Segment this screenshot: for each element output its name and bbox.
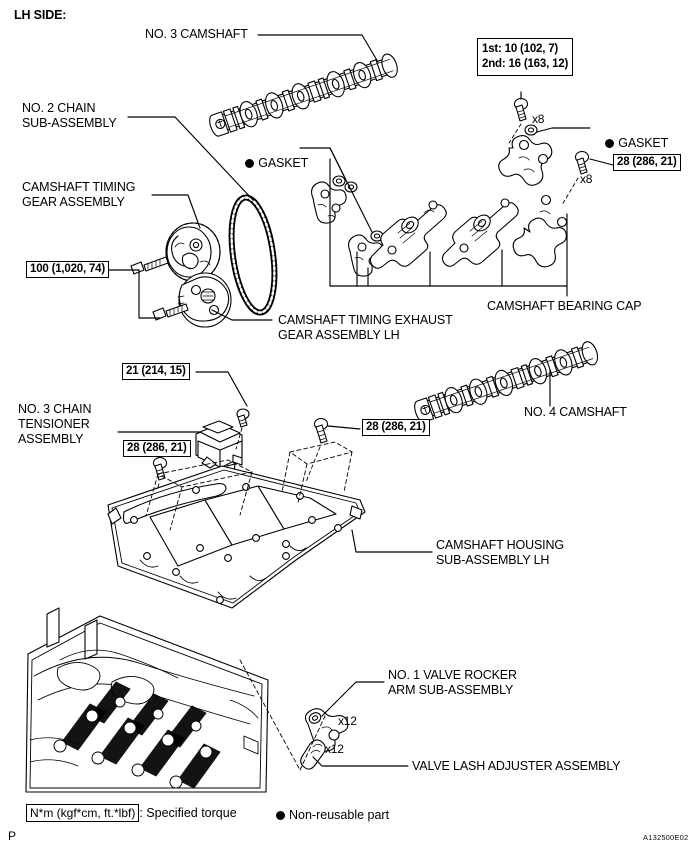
qty-bearing-cap-bolt-lower: x8: [580, 172, 593, 186]
no3-chain-tensioner-art: [195, 420, 243, 476]
label-gasket-left: GASKET: [232, 141, 308, 186]
tensioner-stud-bolt: [236, 408, 250, 428]
label-no2-chain-line2: SUB-ASSEMBLY: [22, 116, 117, 130]
camshaft-timing-exhaust-gear-art: [177, 272, 232, 328]
page-title: LH SIDE:: [14, 8, 67, 22]
no4-camshaft-art: [414, 341, 599, 423]
label-no1-valve-rocker-line2: ARM SUB-ASSEMBLY: [388, 683, 514, 697]
label-camshaft-timing-gear-line1: CAMSHAFT TIMING: [22, 180, 136, 194]
bearing-cap-4: [441, 198, 519, 267]
qty-lash-adjuster: x12: [325, 742, 344, 756]
gasket-washer-right: [524, 124, 538, 136]
label-gasket-right-text: GASKET: [618, 136, 669, 150]
qty-bearing-cap-bolt-upper: x8: [532, 112, 545, 126]
valve-lash-adjuster-art: [300, 739, 326, 770]
page-mark: P: [8, 829, 17, 843]
label-no3-chain-tensioner-line1: NO. 3 CHAIN: [18, 402, 92, 416]
bearing-cap-2-washer: [370, 230, 384, 242]
torque-stage-1: 1st: 10 (102, 7): [482, 43, 559, 55]
camshaft-housing-art: [107, 465, 366, 609]
nonreusable-dot-icon-legend: [276, 811, 285, 820]
cylinder-head-art: [25, 607, 269, 793]
bearing-cap-5: [498, 134, 568, 268]
legend-torque-meaning: : Specified torque: [139, 806, 237, 820]
label-camshaft-timing-exhaust-line2: GEAR ASSEMBLY LH: [278, 328, 400, 342]
figure-code: A132500E02: [643, 833, 689, 842]
no2-chain-art: [228, 194, 278, 316]
torque-box-timing-gear-bolt: 100 (1,020, 74): [26, 261, 110, 278]
label-no3-chain-tensioner-line2: TENSIONER: [18, 417, 90, 431]
nonreusable-dot-icon: [245, 159, 255, 168]
label-valve-lash-adjuster: VALVE LASH ADJUSTER ASSEMBLY: [412, 759, 621, 773]
torque-box-tensioner-bolt: 28 (286, 21): [123, 440, 191, 457]
label-no1-valve-rocker-line1: NO. 1 VALVE ROCKER: [388, 668, 517, 682]
legend-torque-box: N*m (kgf*cm, ft.*lbf): [26, 804, 140, 822]
no3-camshaft-art: [209, 53, 398, 137]
bearing-cap-1: [310, 181, 347, 224]
legend-specified-torque: N*m (kgf*cm, ft.*lbf): Specified torque: [26, 804, 237, 822]
torque-box-tensioner-stud: 21 (214, 15): [122, 363, 190, 380]
label-no4-camshaft: NO. 4 CAMSHAFT: [524, 405, 627, 419]
torque-stage-2: 2nd: 16 (163, 12): [482, 58, 569, 70]
qty-rocker-arm: x12: [338, 714, 357, 728]
leader-lines: [107, 34, 614, 767]
camshaft-timing-gear-art: [165, 222, 221, 282]
tensioner-bolt: [152, 456, 168, 481]
torque-box-bearing-cap-stages: 1st: 10 (102, 7) 2nd: 16 (163, 12): [477, 38, 574, 76]
legend-nonreusable-text: Non-reusable part: [289, 808, 390, 822]
label-camshaft-timing-exhaust-line1: CAMSHAFT TIMING EXHAUST: [278, 313, 453, 327]
label-no2-chain-line1: NO. 2 CHAIN: [22, 101, 96, 115]
legend-nonreusable: Non-reusable part: [276, 808, 389, 822]
torque-box-housing-bolt: 28 (286, 21): [362, 419, 430, 436]
label-gasket-left-text: GASKET: [258, 156, 309, 170]
housing-bolt: [313, 417, 329, 444]
label-camshaft-housing-line1: CAMSHAFT HOUSING: [436, 538, 564, 552]
bearing-cap-bolt-upper: [513, 97, 529, 122]
label-gasket-right: GASKET: [592, 121, 668, 166]
bearing-cap-3: [369, 200, 447, 269]
torque-box-bearing-cap-bolt: 28 (286, 21): [613, 154, 681, 171]
label-no3-camshaft: NO. 3 CAMSHAFT: [145, 27, 248, 41]
label-no3-chain-tensioner-line3: ASSEMBLY: [18, 432, 84, 446]
nonreusable-dot-icon-2: [605, 139, 615, 148]
timing-gear-bolt-upper: [130, 256, 169, 275]
bearing-cap-bolt-lower: [574, 150, 590, 175]
label-camshaft-housing-line2: SUB-ASSEMBLY LH: [436, 553, 550, 567]
label-camshaft-bearing-cap: CAMSHAFT BEARING CAP: [487, 299, 642, 313]
timing-gear-bolt-lower: [152, 303, 189, 321]
label-camshaft-timing-gear-line2: GEAR ASSEMBLY: [22, 195, 125, 209]
